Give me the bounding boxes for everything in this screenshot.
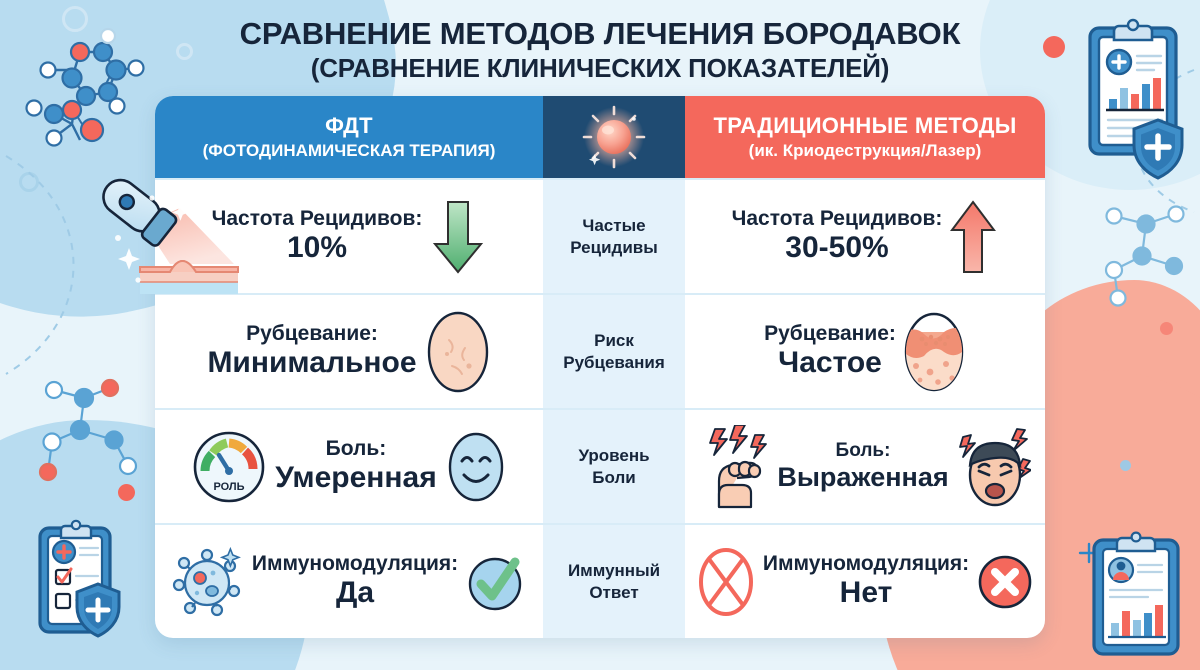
cell-middle-recurrence: Частые Рецидивы <box>543 180 685 293</box>
accent-ring <box>176 43 193 60</box>
metric-label: Иммуномодуляция: <box>762 552 970 576</box>
middle-label-recurrence: Частые Рецидивы <box>570 215 657 259</box>
metric-label: Боль: <box>835 440 891 462</box>
accent-dot <box>1160 322 1173 335</box>
cell-traditional-recurrence: Частота Рецидивов: 30-50% <box>685 180 1045 293</box>
middle-label-scarring: Риск Рубцевания <box>563 330 665 374</box>
middle-label-line1: Риск <box>594 330 634 350</box>
header-traditional-subtitle: (ик. Криодеструкция/Лазер) <box>748 141 982 160</box>
smooth-skin-icon <box>427 311 488 392</box>
metric-recurrence-traditional: Частота Рецидивов: 30-50% <box>732 208 943 264</box>
metric-label: Боль: <box>325 437 387 461</box>
middle-label-line1: Частые <box>582 215 646 235</box>
metric-pain-traditional: Боль: Выраженная <box>777 441 948 492</box>
header-cell-pdt: ФДТ (ФОТОДИНАМИЧЕСКАЯ ТЕРАПИЯ) <box>155 96 543 178</box>
molecule-icon <box>1104 205 1185 307</box>
gauge-label: РОЛЬ <box>214 481 245 493</box>
metric-immune-traditional: Иммуномодуляция: Нет <box>763 553 969 609</box>
metric-value: 30-50% <box>785 231 889 265</box>
cross-circle-icon <box>978 555 1032 608</box>
metric-label: Иммуномодуляция: <box>251 552 459 576</box>
cell-pdt-recurrence: Частота Рецидивов: 10% <box>155 180 543 293</box>
header-pdt-title: ФДТ <box>325 113 373 138</box>
table-row: Иммуномодуляция: Да Иммунный Ответ Иммун… <box>155 523 1045 638</box>
metric-value: Минимальное <box>207 346 417 380</box>
cell-pdt-immune: Иммуномодуляция: Да <box>155 525 543 638</box>
middle-label-line2: Боли <box>592 467 636 487</box>
cell-traditional-immune: Иммуномодуляция: Нет <box>685 525 1045 638</box>
medical-clipboard-checklist-icon <box>38 519 121 638</box>
middle-label-immune: Иммунный Ответ <box>568 560 660 604</box>
accent-dot <box>118 484 135 501</box>
middle-label-line1: Иммунный <box>567 560 661 580</box>
metric-label: Рубцевание: <box>246 322 378 346</box>
metric-value: 10% <box>286 231 348 265</box>
cell-traditional-pain: Боль: Выраженная <box>685 410 1045 523</box>
metric-scarring-traditional: Рубцевание: Частое <box>764 323 896 379</box>
smiley-face-icon <box>448 432 503 501</box>
header-traditional-title: ТРАДИЦИОННЫЕ МЕТОДЫ <box>713 113 1017 138</box>
cell-pdt-scarring: Рубцевание: Минимальное <box>155 295 543 408</box>
middle-label-line2: Рубцевания <box>563 352 665 372</box>
infographic-title: СРАВНЕНИЕ МЕТОДОВ ЛЕЧЕНИЯ БОРОДАВОК (СРА… <box>0 16 1200 83</box>
table-row: Частота Рецидивов: 10% Частые Рецидивы Ч… <box>155 178 1045 293</box>
cell-traditional-scarring: Рубцевание: Частое <box>685 295 1045 408</box>
metric-value: Да <box>335 576 375 610</box>
medical-clipboard-chart-icon <box>1088 18 1184 180</box>
middle-label-line2: Рецидивы <box>570 237 658 257</box>
grimacing-face-icon <box>958 427 1031 506</box>
accent-dot <box>1043 36 1065 58</box>
middle-label-line2: Ответ <box>589 582 639 602</box>
table-header-row: ФДТ (ФОТОДИНАМИЧЕСКАЯ ТЕРАПИЯ) <box>155 96 1045 178</box>
arrow-up-icon <box>950 199 997 273</box>
arrow-down-icon <box>433 200 484 274</box>
metric-pain-pdt: Боль: Умеренная <box>275 438 436 494</box>
metric-label: Частота Рецидивов: <box>211 207 423 231</box>
gauge-icon: РОЛЬ <box>193 431 265 502</box>
cell-middle-immune: Иммунный Ответ <box>543 525 685 638</box>
metric-value: Частое <box>778 346 882 380</box>
metric-recurrence-pdt: Частота Рецидивов: 10% <box>212 208 423 264</box>
middle-label-line1: Уровень <box>578 445 650 465</box>
no-entry-oval-icon <box>698 547 753 616</box>
virus-cell-icon <box>172 546 241 616</box>
dashed-arc-decoration <box>5 155 75 375</box>
cell-middle-pain: Уровень Боли <box>543 410 685 523</box>
metric-value: Умеренная <box>275 461 437 495</box>
glowing-sphere-icon <box>582 105 646 169</box>
table-row: Рубцевание: Минимальное Риск Рубцевания … <box>155 293 1045 408</box>
header-pdt-subtitle: (ФОТОДИНАМИЧЕСКАЯ ТЕРАПИЯ) <box>202 141 496 160</box>
metric-value: Нет <box>839 576 893 610</box>
metric-label: Рубцевание: <box>764 322 896 346</box>
comparison-table: ФДТ (ФОТОДИНАМИЧЕСКАЯ ТЕРАПИЯ) <box>155 96 1045 638</box>
page-subtitle: (СРАВНЕНИЕ КЛИНИЧЕСКИХ ПОКАЗАТЕЛЕЙ) <box>310 52 890 83</box>
check-circle-icon <box>468 557 522 610</box>
metric-label: Частота Рецидивов: <box>731 207 943 231</box>
metric-scarring-pdt: Рубцевание: Минимальное <box>207 323 416 379</box>
header-cell-middle <box>543 96 685 178</box>
fist-pain-icon <box>709 424 768 508</box>
scarred-skin-icon <box>904 312 964 391</box>
molecule-icon <box>38 378 138 482</box>
laser-treatment-icon <box>102 178 239 294</box>
metric-immune-pdt: Иммуномодуляция: Да <box>252 553 458 609</box>
page-title: СРАВНЕНИЕ МЕТОДОВ ЛЕЧЕНИЯ БОРОДАВОК <box>239 16 961 51</box>
cell-middle-scarring: Риск Рубцевания <box>543 295 685 408</box>
accent-ring <box>62 6 88 32</box>
metric-value: Выраженная <box>777 461 949 492</box>
header-cell-traditional: ТРАДИЦИОННЫЕ МЕТОДЫ (ик. Криодеструкция/… <box>685 96 1045 178</box>
table-row: РОЛЬ Боль: Умеренная Уровень Боли <box>155 408 1045 523</box>
middle-label-pain: Уровень Боли <box>578 445 649 489</box>
patient-report-clipboard-icon <box>1092 531 1180 656</box>
accent-dot <box>1120 460 1131 471</box>
cell-pdt-pain: РОЛЬ Боль: Умеренная <box>155 410 543 523</box>
molecule-icon <box>25 27 145 147</box>
